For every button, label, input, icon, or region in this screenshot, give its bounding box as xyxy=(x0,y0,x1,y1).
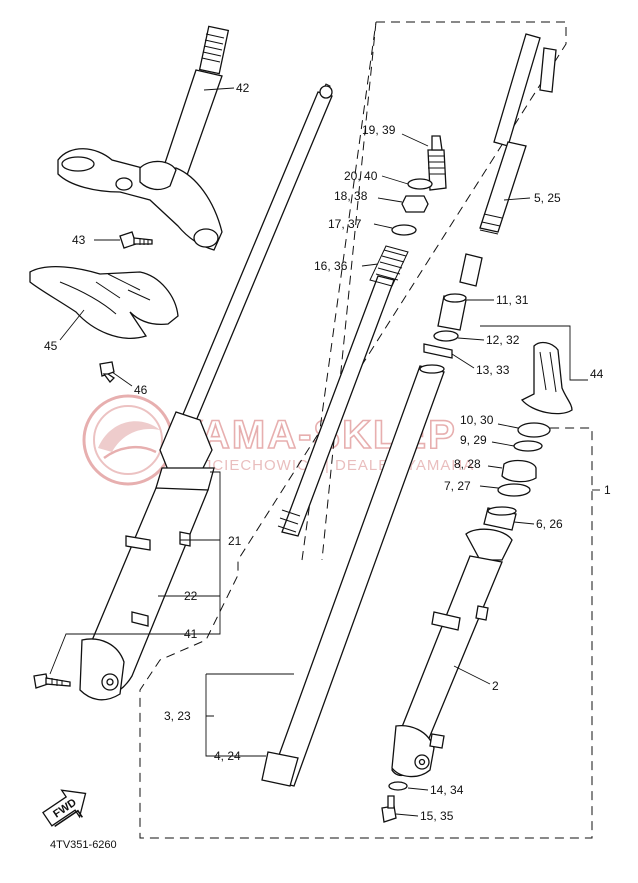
assembly-dashed-boundary xyxy=(139,21,593,839)
label-42: 42 xyxy=(236,81,250,95)
washer-7 xyxy=(497,483,531,497)
label-20-40: 20, 40 xyxy=(344,169,378,183)
label-45: 45 xyxy=(44,339,58,353)
bracket-inner-tube xyxy=(205,673,294,757)
label-5-25: 5, 25 xyxy=(534,191,561,205)
label-6-26: 6, 26 xyxy=(536,517,563,531)
label-17-37: 17, 37 xyxy=(328,217,362,231)
label-9-29: 9, 29 xyxy=(460,433,487,447)
leader-13 xyxy=(451,353,475,369)
label-19-39: 19, 39 xyxy=(362,123,396,137)
leader-46 xyxy=(111,371,133,387)
label-46: 46 xyxy=(134,383,148,397)
leader-19 xyxy=(401,133,429,147)
label-14-34: 14, 34 xyxy=(430,783,464,797)
nut-18 xyxy=(401,195,429,213)
bushing-6-top xyxy=(487,506,517,516)
leader-7 xyxy=(479,485,499,489)
label-18-38: 18, 38 xyxy=(334,189,368,203)
leader-20 xyxy=(381,175,409,185)
leader-42 xyxy=(203,87,235,91)
label-21: 21 xyxy=(228,534,242,548)
leader-45 xyxy=(59,309,85,341)
label-7-27: 7, 27 xyxy=(444,479,471,493)
leader-5 xyxy=(503,197,531,201)
cap-bolt-19 xyxy=(427,135,447,191)
boot-44 xyxy=(520,341,573,415)
leader-18 xyxy=(377,197,403,203)
leader-12 xyxy=(457,337,485,341)
leader-6 xyxy=(513,521,535,525)
bracket-44 xyxy=(480,325,588,381)
leader-15 xyxy=(395,813,419,817)
fork-spring-16 xyxy=(369,245,409,287)
label-1: 1 xyxy=(604,483,611,497)
bolt-46 xyxy=(99,361,116,383)
outer-tube-2 xyxy=(391,528,513,778)
diagram-code: 4TV351-6260 xyxy=(50,839,117,851)
inner-tube-3 xyxy=(261,364,445,787)
label-8-28: 8, 28 xyxy=(454,457,481,471)
leader-14 xyxy=(407,787,429,791)
damper-rod-5 xyxy=(459,33,557,287)
label-44: 44 xyxy=(590,367,604,381)
steering-stem xyxy=(57,25,230,251)
leader-16 xyxy=(361,263,379,267)
label-41: 41 xyxy=(184,627,198,641)
label-12-32: 12, 32 xyxy=(486,333,520,347)
leader-9 xyxy=(491,441,515,447)
oil-seal-8 xyxy=(501,459,537,483)
leader-17 xyxy=(373,223,393,229)
label-10-30: 10, 30 xyxy=(460,413,494,427)
ring-12 xyxy=(433,330,459,342)
leader-8 xyxy=(487,465,503,469)
label-43: 43 xyxy=(72,233,86,247)
gasket-14 xyxy=(388,781,408,791)
label-3-23: 3, 23 xyxy=(164,709,191,723)
spring-column xyxy=(277,275,395,537)
label-4-24: 4, 24 xyxy=(214,749,241,763)
left-fork-assembly xyxy=(79,83,333,701)
clip-9 xyxy=(513,440,543,452)
washer-17 xyxy=(391,224,417,236)
label-11-31: 11, 31 xyxy=(496,293,529,307)
seal-10 xyxy=(517,422,551,438)
label-13-33: 13, 33 xyxy=(476,363,510,377)
leader-2 xyxy=(453,665,491,685)
o-ring-20 xyxy=(407,178,433,190)
bushing-11-top xyxy=(443,293,467,303)
bolt-43 xyxy=(119,231,153,249)
drain-bolt-15 xyxy=(381,795,397,823)
label-16-36: 16, 36 xyxy=(314,259,348,273)
cover-45 xyxy=(29,266,179,339)
watermark-logo-icon xyxy=(82,394,174,486)
ring-13 xyxy=(423,343,453,359)
label-22: 22 xyxy=(184,589,198,603)
fwd-arrow-icon: FWD xyxy=(42,789,87,828)
label-2: 2 xyxy=(492,679,499,693)
bolt-left-axle xyxy=(33,673,71,689)
leader-10 xyxy=(497,423,519,429)
label-15-35: 15, 35 xyxy=(420,809,454,823)
bracket-left-group xyxy=(49,471,221,675)
